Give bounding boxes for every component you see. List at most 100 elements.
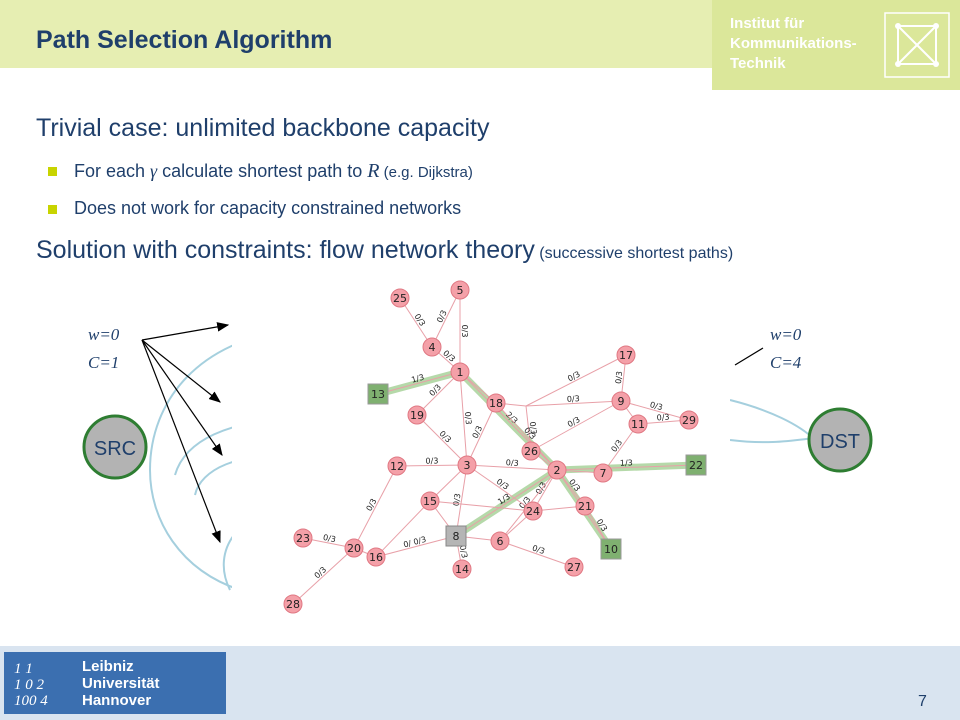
graph-node-shape-9 — [611, 391, 631, 411]
edge-1-2 — [459, 371, 558, 471]
graph-node-label-19: 19 — [410, 409, 424, 422]
edge-0-17 — [525, 354, 627, 407]
dst-weight-label: w=0 — [770, 325, 802, 344]
graph-node-11: 11 — [628, 414, 648, 434]
edge-2-18 — [495, 402, 558, 471]
graph-node-6: 6 — [490, 531, 510, 551]
graph-node-shape-25 — [390, 288, 410, 308]
institute-logo: Institut für Kommunikations- Technik — [712, 0, 960, 90]
edge-label-17-9: 0/3 — [614, 371, 624, 385]
edge-2-8 — [455, 469, 558, 537]
graph-node-16: 16 — [366, 547, 386, 567]
graph-node-label-3: 3 — [464, 459, 471, 472]
edge-label-1-13: 1/3 — [410, 373, 425, 385]
graph-node-label-10: 10 — [604, 543, 618, 556]
graph-node-19: 19 — [407, 405, 427, 425]
bullet-square-icon — [48, 167, 57, 176]
graph-node-shape-27 — [564, 557, 584, 577]
graph-node-label-13: 13 — [371, 388, 385, 401]
graph-node-label-6: 6 — [497, 535, 504, 548]
graph-node-21: 21 — [575, 496, 595, 516]
edge-3-18 — [466, 402, 497, 466]
graph-node-label-20: 20 — [347, 542, 361, 555]
graph-node-8: 8 — [445, 525, 467, 547]
line-trivial-case: Trivial case: unlimited backbone capacit… — [36, 114, 490, 142]
graph-node-shape-26 — [521, 441, 541, 461]
graph-node-label-4: 4 — [429, 341, 436, 354]
dst-label: DST — [820, 431, 860, 453]
graph-node-shape-15 — [420, 491, 440, 511]
graph-node-7: 7 — [593, 463, 613, 483]
src-weight-label: w=0 — [88, 325, 120, 344]
edge-3-8 — [455, 464, 468, 537]
page-number: 7 — [918, 693, 927, 710]
graph-node-17: 17 — [616, 345, 636, 365]
institute-logo-text: Institut für Kommunikations- Technik — [730, 15, 857, 72]
graph-node-label-23: 23 — [296, 532, 310, 545]
graph-node-label-12: 12 — [390, 460, 404, 473]
university-logo: 1 1 1 0 2 100 4 Leibniz Universität Hann… — [4, 652, 226, 714]
graph-node-26: 26 — [521, 441, 541, 461]
graph-node-label-11: 11 — [631, 418, 645, 431]
src-node — [82, 414, 148, 480]
graph-node-3: 3 — [457, 455, 477, 475]
edge-16-8 — [375, 535, 457, 558]
graph-node-label-7: 7 — [600, 467, 607, 480]
edge-15-16 — [375, 500, 431, 558]
dst-node — [807, 407, 873, 473]
edge-label-2-22: 1/3 — [620, 458, 633, 467]
slide-title: Path Selection Algorithm — [36, 26, 333, 54]
svg-text:1 1: 1 1 — [14, 661, 33, 677]
annotation-arrows — [141, 322, 230, 544]
graph-node-shape-7 — [593, 463, 613, 483]
edge-label-11-29: 0/3 — [656, 413, 670, 423]
svg-text:1 0 2: 1 0 2 — [14, 677, 45, 693]
graph-node-shape-18 — [486, 393, 506, 413]
graph-node-shape-10 — [600, 538, 622, 560]
graph-node-shape-2 — [547, 460, 567, 480]
graph-node-shape-21 — [575, 496, 595, 516]
graph-node-15: 15 — [420, 491, 440, 511]
graph-node-shape-13 — [367, 383, 389, 405]
graph-node-label-14: 14 — [455, 563, 469, 576]
graph-node-shape-6 — [490, 531, 510, 551]
edge-label-8-14: 0/3 — [458, 545, 469, 559]
edge-label-0-9: 0/3 — [567, 394, 580, 404]
graph-node-label-25: 25 — [393, 292, 407, 305]
graph-node-23: 23 — [293, 528, 313, 548]
edge-label-5-1: 0/3 — [460, 325, 469, 338]
graph-node-label-8: 8 — [453, 530, 460, 543]
graph-node-label-17: 17 — [619, 349, 633, 362]
graph-node-18: 18 — [486, 393, 506, 413]
graph-node-label-1: 1 — [457, 366, 464, 379]
graph-node-label-29: 29 — [682, 414, 696, 427]
graph-node-4: 4 — [422, 337, 442, 357]
dest-arcs — [729, 399, 816, 444]
graph-node-label-18: 18 — [489, 397, 503, 410]
edge-1-3 — [459, 371, 468, 466]
edge-15-24 — [429, 500, 534, 512]
graph-node-14: 14 — [452, 559, 472, 579]
edge-2-3 — [466, 464, 558, 471]
institute-emblem-icon — [884, 12, 950, 78]
graph-node-10: 10 — [600, 538, 622, 560]
graph-node-label-26: 26 — [524, 445, 538, 458]
graph-node-5: 5 — [450, 280, 470, 300]
graph-node-shape-24 — [523, 501, 543, 521]
edge-label-3-8: 0/3 — [452, 493, 463, 507]
graph-node-shape-16 — [366, 547, 386, 567]
graph-node-shape-8 — [445, 525, 467, 547]
edge-12-20 — [353, 465, 398, 549]
edge-9-29 — [620, 400, 690, 421]
graph-node-shape-12 — [387, 456, 407, 476]
graph-panel — [232, 270, 730, 645]
graph-node-shape-14 — [452, 559, 472, 579]
graph-node-13: 13 — [367, 383, 389, 405]
edge-25-4 — [399, 297, 433, 348]
edge-1-19 — [416, 371, 461, 416]
edge-label-6-27: 0/3 — [531, 543, 546, 556]
nodes-layer: 1234567891011121314151617181920212223242… — [283, 280, 707, 614]
graph-node-shape-17 — [616, 345, 636, 365]
graph-node-shape-5 — [450, 280, 470, 300]
